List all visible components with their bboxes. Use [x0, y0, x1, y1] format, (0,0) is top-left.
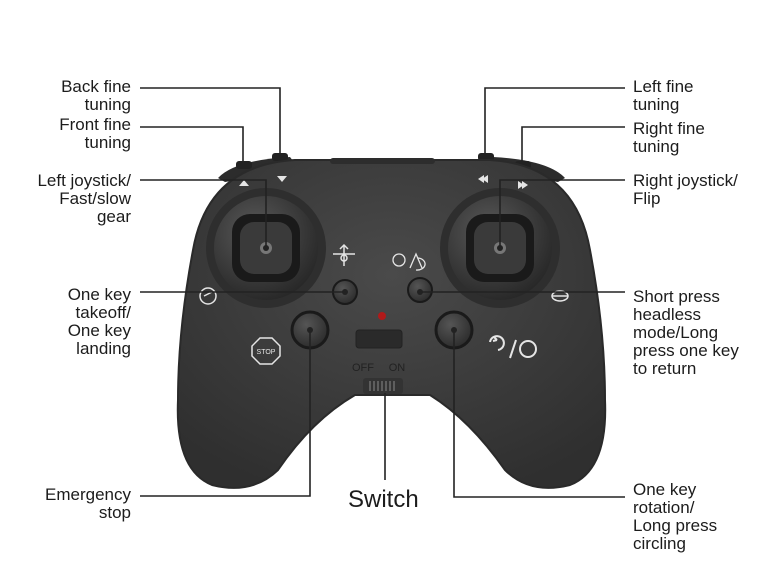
left-fine-tuning-label: Left fine tuning [633, 77, 694, 114]
rotation-icon [489, 335, 537, 359]
stop-icon: STOP [251, 337, 281, 365]
left-joystick-label: Left joystick/ Fast/slow gear [37, 171, 131, 226]
switch-on-label: ON [389, 362, 406, 374]
takeoff-icon [333, 243, 355, 266]
arrow-down-icon [277, 176, 287, 182]
switch-off-label: OFF [352, 362, 374, 374]
arrow-right-icon [518, 181, 528, 189]
front-fine-tuning-button [236, 161, 252, 169]
center-panel [355, 329, 403, 349]
back-fine-tuning-button [272, 153, 288, 161]
flip-icon [551, 290, 569, 302]
front-fine-tuning-label: Front fine tuning [59, 115, 131, 152]
one-key-rotation-label: One key rotation/ Long press circling [633, 480, 718, 553]
stop-label: STOP [257, 349, 276, 356]
arrow-up-icon [239, 180, 249, 186]
right-joystick-label: Right joystick/ Flip [633, 171, 738, 208]
switch-label: Switch [348, 486, 419, 513]
power-switch [363, 378, 403, 394]
headless-mode-icon [392, 252, 426, 271]
headless-mode-label: Short press headless mode/Long press one… [633, 287, 739, 378]
emergency-stop-label: Emergency stop [45, 485, 131, 522]
back-fine-tuning-label: Back fine tuning [61, 77, 131, 114]
power-led [378, 312, 386, 320]
arrow-left-icon [478, 175, 488, 183]
leader-lines [140, 87, 625, 498]
right-fine-tuning-label: Right fine tuning [633, 119, 705, 156]
one-key-takeoff-label: One key takeoff/ One key landing [67, 285, 131, 358]
